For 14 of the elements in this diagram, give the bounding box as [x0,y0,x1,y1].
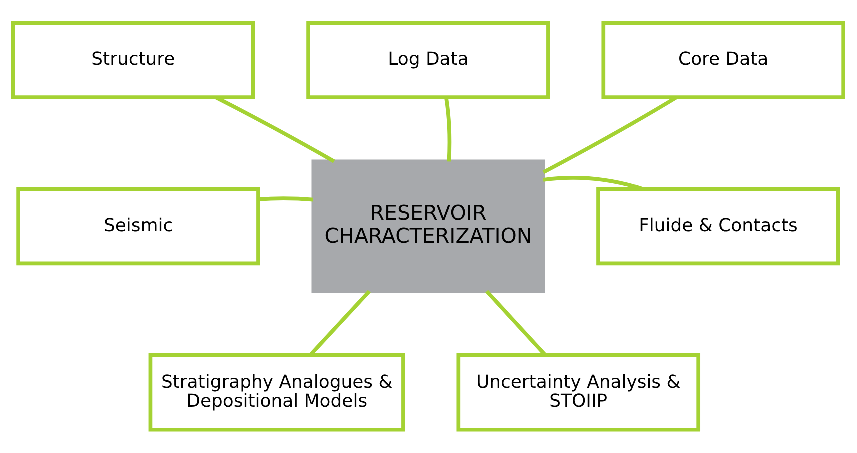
node-box: Stratigraphy Analogues & Depositional Models [148,354,406,432]
node-box: RESERVOIR CHARACTERIZATION [312,160,546,294]
node-box: Fluide & Contacts [596,187,840,266]
node-box: Structure [12,21,256,100]
connector [486,290,547,356]
connector [444,98,452,162]
connector [258,196,314,202]
connector [216,96,336,164]
connector [309,290,371,356]
connector [543,176,644,192]
node-box: Core Data [602,21,846,100]
node-box: Log Data [306,21,550,100]
node-box: Uncertainty Analysis & STOIIP [456,354,701,432]
node-box: Seismic [16,187,260,266]
